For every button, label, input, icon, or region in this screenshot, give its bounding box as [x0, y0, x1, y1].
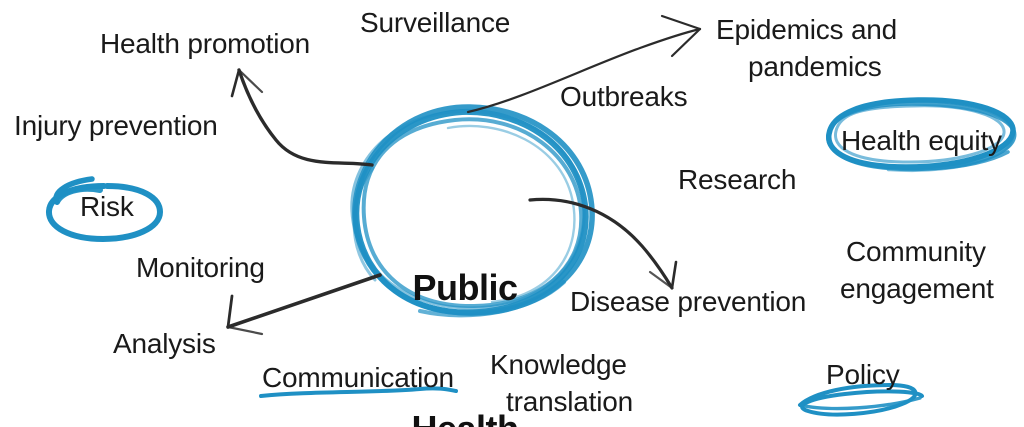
- label-outbreaks: Outbreaks: [560, 81, 688, 112]
- label-communication: Communication: [262, 362, 454, 393]
- label-disease-prevention: Disease prevention: [570, 286, 807, 317]
- arrow-to-health-promotion: [230, 68, 374, 167]
- label-epidemics: Epidemics and: [716, 14, 898, 45]
- label-engagement: engagement: [840, 273, 994, 304]
- label-injury-prevention: Injury prevention: [14, 110, 218, 141]
- core-label-line-1: Public: [412, 267, 518, 308]
- label-policy: Policy: [826, 359, 900, 390]
- label-health-promotion: Health promotion: [100, 28, 311, 59]
- label-pandemics: pandemics: [748, 51, 882, 82]
- label-translation: translation: [506, 386, 633, 417]
- core-label-line-2: Health: [392, 405, 538, 427]
- label-surveillance: Surveillance: [360, 7, 511, 38]
- label-community: Community: [846, 236, 986, 267]
- label-health-equity: Health equity: [841, 125, 1002, 156]
- label-research: Research: [678, 164, 797, 195]
- label-risk: Risk: [80, 191, 134, 222]
- arrow-to-disease-prevention: [528, 197, 678, 290]
- core-node-public-health: Public Health: [392, 170, 538, 427]
- label-analysis: Analysis: [113, 328, 216, 359]
- label-knowledge: Knowledge: [490, 349, 627, 380]
- label-monitoring: Monitoring: [136, 252, 265, 283]
